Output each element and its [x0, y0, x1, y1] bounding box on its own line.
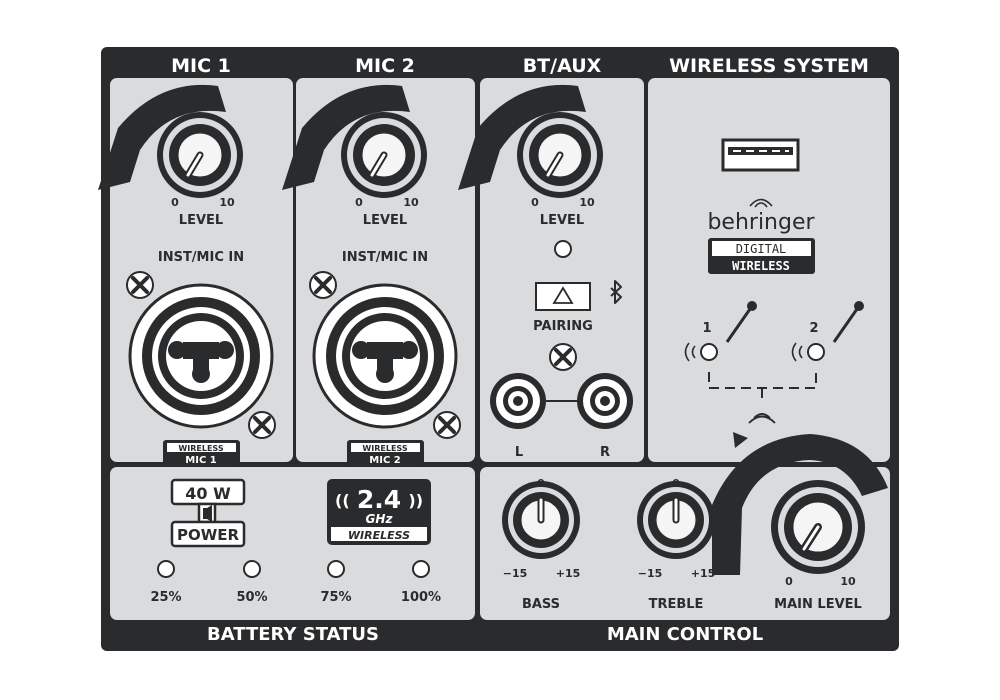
left-label: L: [515, 445, 523, 460]
triangle-icon: [552, 286, 574, 304]
rotate-arrow-icon: [282, 84, 410, 190]
main-level-label: MAIN LEVEL: [774, 597, 862, 612]
rotate-arrow-icon: [458, 84, 586, 190]
mic1-scale-min: 0: [171, 196, 179, 209]
treble-knob[interactable]: [637, 481, 715, 559]
battery-status-header: BATTERY STATUS: [207, 624, 379, 645]
power-value: 40 W: [185, 484, 231, 503]
mic2-scale-min: 0: [355, 196, 363, 209]
badge-bottom: MIC 1: [185, 455, 216, 466]
mic2-combo-jack[interactable]: [309, 271, 461, 439]
wireless-mic2-number: 2: [809, 321, 818, 336]
mic2-level-label: LEVEL: [363, 213, 407, 228]
mic2-header: MIC 2: [355, 55, 415, 77]
main-level-knob[interactable]: [712, 432, 888, 575]
rotate-arrow-icon: [98, 84, 226, 190]
speaker-icon: [203, 505, 212, 522]
bt-level-label: LEVEL: [540, 213, 584, 228]
btaux-section: [480, 78, 644, 462]
treble-scale-min: −15: [638, 567, 663, 580]
mic1-signal-led: [700, 343, 718, 361]
bass-scale-mid: 0: [537, 477, 545, 490]
mic1-combo-jack[interactable]: [126, 271, 276, 439]
main-scale-max: 10: [840, 575, 856, 588]
bass-scale-max: +15: [556, 567, 581, 580]
frequency-value: 2.4: [357, 485, 401, 514]
badge-bottom: MIC 2: [369, 455, 400, 466]
digital-wireless-badge: DIGITAL WIRELESS: [708, 238, 815, 274]
pairing-button[interactable]: [535, 282, 591, 311]
wireless-mic1-badge: WIRELESS MIC 1: [163, 440, 240, 466]
treble-scale-max: +15: [691, 567, 716, 580]
badge-top: WIRELESS: [362, 444, 407, 453]
mic1-header: MIC 1: [171, 55, 231, 77]
pairing-label: PAIRING: [533, 319, 593, 334]
wireless-mic2-badge: WIRELESS MIC 2: [347, 440, 424, 466]
bass-scale-min: −15: [503, 567, 528, 580]
brand-name: behringer: [707, 210, 815, 235]
wireless-system-header: WIRELESS SYSTEM: [669, 55, 869, 77]
wireless-mic1-number: 1: [702, 321, 711, 336]
treble-scale-mid: 0: [672, 477, 680, 490]
badge-top: WIRELESS: [178, 444, 223, 453]
mic2-input-label: INST/MIC IN: [342, 250, 428, 265]
rca-left-jack[interactable]: [490, 373, 546, 429]
battery-led-50: [243, 560, 261, 578]
battery-label-50: 50%: [236, 590, 267, 605]
microphone-icon: [725, 301, 757, 343]
badge-wireless: WIRELESS: [732, 259, 790, 273]
rca-right-jack[interactable]: [577, 373, 633, 429]
battery-led-75: [327, 560, 345, 578]
frequency-unit: GHz: [366, 512, 394, 526]
microphone-icon: [832, 301, 864, 343]
mic1-level-knob[interactable]: [98, 84, 243, 198]
battery-led-100: [412, 560, 430, 578]
mic2-scale-max: 10: [403, 196, 419, 209]
battery-led-25: [157, 560, 175, 578]
bt-led-indicator: [554, 240, 572, 258]
battery-label-25: 25%: [150, 590, 181, 605]
signal-icon: [791, 342, 803, 362]
badge-digital: DIGITAL: [736, 242, 787, 256]
bluetooth-icon: [610, 280, 622, 304]
svg-text:)): )): [408, 491, 423, 510]
bass-knob[interactable]: [502, 481, 580, 559]
mic1-level-label: LEVEL: [179, 213, 223, 228]
bt-scale-min: 0: [531, 196, 539, 209]
btaux-header: BT/AUX: [523, 55, 602, 77]
right-label: R: [600, 445, 610, 460]
battery-label-100: 100%: [401, 590, 441, 605]
power-badge: 40 W POWER: [170, 478, 246, 548]
behringer-logo: behringer: [707, 198, 815, 235]
battery-label-75: 75%: [320, 590, 351, 605]
frequency-label: WIRELESS: [348, 529, 410, 542]
treble-label: TREBLE: [649, 597, 704, 612]
mic1-scale-max: 10: [219, 196, 235, 209]
bt-level-knob[interactable]: [458, 84, 603, 198]
bt-scale-max: 10: [579, 196, 595, 209]
mic2-level-knob[interactable]: [282, 84, 427, 198]
rotate-arrow-icon: [712, 434, 888, 575]
svg-text:((: ((: [335, 491, 350, 510]
frequency-badge: (( )) 2.4 GHz WIRELESS: [327, 479, 431, 545]
usb-port[interactable]: [721, 138, 800, 172]
signal-icon: [749, 198, 773, 208]
signal-icon: [748, 413, 776, 424]
main-scale-min: 0: [785, 575, 793, 588]
mic1-input-label: INST/MIC IN: [158, 250, 244, 265]
bass-label: BASS: [522, 597, 560, 612]
signal-icon: [684, 342, 696, 362]
power-label: POWER: [177, 526, 240, 544]
mic2-signal-led: [807, 343, 825, 361]
main-control-header: MAIN CONTROL: [607, 624, 763, 645]
